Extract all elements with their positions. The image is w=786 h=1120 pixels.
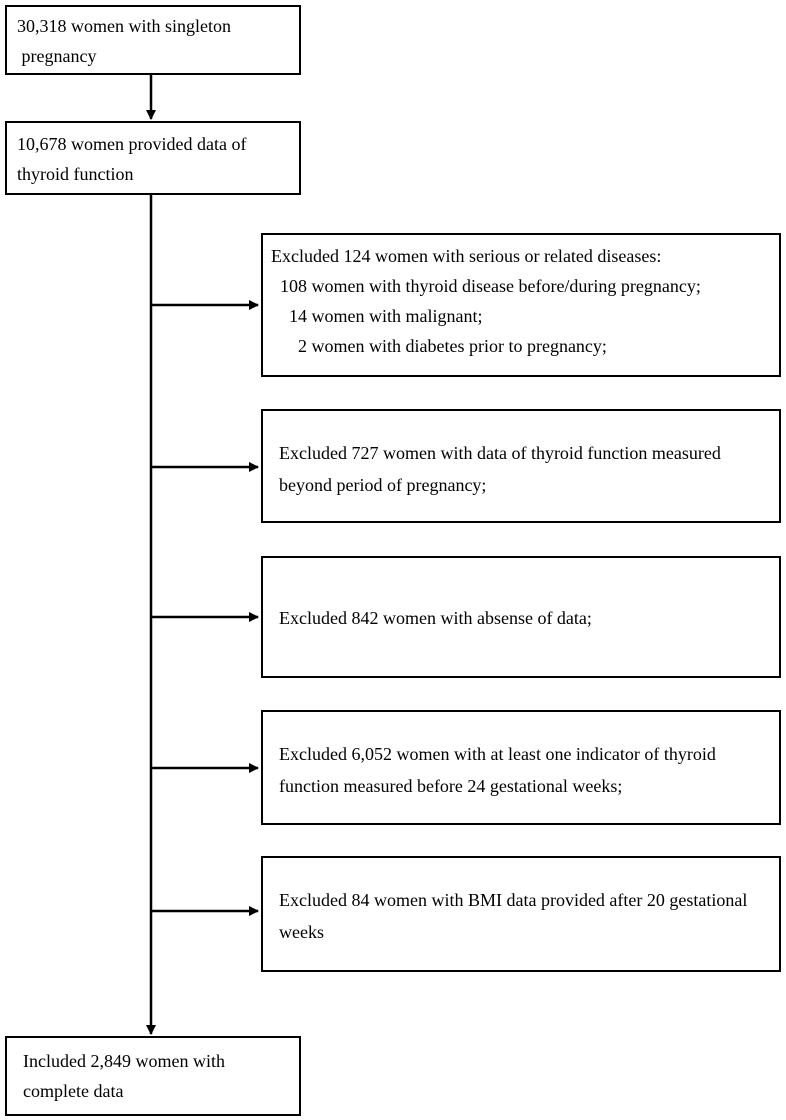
exclusion-3-line-1: Excluded 842 women with absense of data; <box>279 608 592 628</box>
exclusion-2-line-2: beyond period of pregnancy; <box>279 475 487 495</box>
exclusion-5-line-1: Excluded 84 women with BMI data provided… <box>279 890 748 910</box>
included-box: Included 2,849 women with complete data <box>5 1036 301 1116</box>
exclusion-5-line-2: weeks <box>279 922 324 942</box>
start-line-1: 30,318 women with singleton <box>17 16 231 36</box>
exclusion-4-line-1: Excluded 6,052 women with at least one i… <box>279 744 716 764</box>
exclusion-box-1: Excluded 124 women with serious or relat… <box>261 233 781 377</box>
exclusion-box-4: Excluded 6,052 women with at least one i… <box>261 710 781 825</box>
start-line-2: pregnancy <box>17 46 97 66</box>
exclusion-1-line-3: 14 women with malignant; <box>271 306 483 326</box>
exclusion-box-3: Excluded 842 women with absense of data; <box>261 556 781 678</box>
provided-box: 10,678 women provided data of thyroid fu… <box>5 121 301 195</box>
included-line-1: Included 2,849 women with <box>23 1051 225 1071</box>
exclusion-1-line-4: 2 women with diabetes prior to pregnancy… <box>271 336 607 356</box>
provided-line-2: thyroid function <box>17 164 134 184</box>
start-box: 30,318 women with singleton pregnancy <box>5 5 301 75</box>
exclusion-1-line-1: Excluded 124 women with serious or relat… <box>271 246 662 266</box>
included-line-2: complete data <box>23 1081 124 1101</box>
exclusion-4-line-2: function measured before 24 gestational … <box>279 776 623 796</box>
exclusion-2-line-1: Excluded 727 women with data of thyroid … <box>279 443 721 463</box>
exclusion-box-2: Excluded 727 women with data of thyroid … <box>261 409 781 523</box>
provided-line-1: 10,678 women provided data of <box>17 134 247 154</box>
exclusion-1-line-2: 108 women with thyroid disease before/du… <box>271 276 701 296</box>
exclusion-box-5: Excluded 84 women with BMI data provided… <box>261 856 781 972</box>
